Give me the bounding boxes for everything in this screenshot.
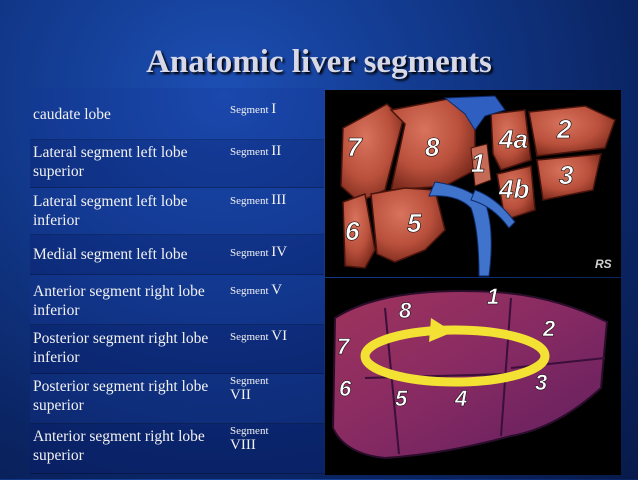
table-row: Medial segment left lobe Segment IV: [30, 235, 324, 275]
segment-description: Medial segment left lobe: [33, 246, 188, 263]
segment-label-5: 5: [407, 208, 422, 238]
segment-label: Segment II: [230, 143, 282, 159]
segment-description: Lateral segment left lobe superior: [33, 144, 188, 180]
segment-label: Segment V: [230, 282, 283, 298]
table-row: Posterior segment right lobe superior Se…: [30, 374, 324, 424]
table-row: Anterior segment right lobe inferior Seg…: [30, 275, 324, 325]
segment-label-8: 8: [425, 132, 440, 162]
segment-description: Posterior segment right lobe superior: [33, 378, 209, 414]
table-row: Lateral segment left lobe inferior Segme…: [30, 188, 324, 235]
page-title: Anatomic liver segments: [146, 44, 492, 80]
schematic-label-6: 6: [339, 376, 352, 401]
segment-label: Segment VI: [230, 328, 288, 344]
liver-diagrams: 7 8 1 4a 2 3 4b 5 6 RS 8 1 2 7: [325, 90, 621, 475]
segment-label-6: 6: [345, 216, 360, 246]
segment-table: caudate lobe Segment I Lateral segment l…: [30, 88, 324, 474]
schematic-label-5: 5: [395, 386, 408, 411]
schematic-label-7: 7: [337, 334, 351, 359]
segment-description: Anterior segment right lobe inferior: [33, 283, 205, 319]
segment-description: caudate lobe: [33, 106, 111, 123]
table-row: caudate lobe Segment I: [30, 88, 324, 140]
segment-label-3: 3: [559, 160, 574, 190]
schematic-label-8: 8: [399, 298, 412, 323]
segment-label-4a: 4a: [498, 124, 528, 154]
liver-3d-segments-image: 7 8 1 4a 2 3 4b 5 6 RS: [325, 90, 621, 277]
table-row: Anterior segment right lobe superior Seg…: [30, 424, 324, 474]
segment-label-2: 2: [556, 114, 572, 144]
segment-label: Segment IV: [230, 244, 288, 260]
table-row: Posterior segment right lobe inferior Se…: [30, 325, 324, 374]
schematic-label-4: 4: [454, 386, 467, 411]
segment-label-4b: 4b: [498, 174, 529, 204]
table-row: Lateral segment left lobe superior Segme…: [30, 140, 324, 188]
schematic-label-3: 3: [535, 370, 547, 395]
segment-label-7: 7: [347, 132, 363, 162]
segment-label: Segment I: [230, 101, 277, 117]
liver-segments-illustration: 7 8 1 4a 2 3 4b 5 6 RS 8 1 2 7: [325, 90, 621, 475]
segment-description: Posterior segment right lobe inferior: [33, 330, 209, 366]
watermark: RS: [595, 257, 612, 271]
schematic-label-2: 2: [542, 316, 556, 341]
segment-label: Segment III: [230, 192, 287, 208]
segment-label-1: 1: [471, 148, 485, 178]
liver-segments-schematic-image: 8 1 2 7 3 6 5 4: [325, 278, 621, 475]
schematic-label-1: 1: [487, 284, 499, 309]
segment-description: Anterior segment right lobe superior: [33, 428, 205, 464]
segment-description: Lateral segment left lobe inferior: [33, 193, 188, 229]
